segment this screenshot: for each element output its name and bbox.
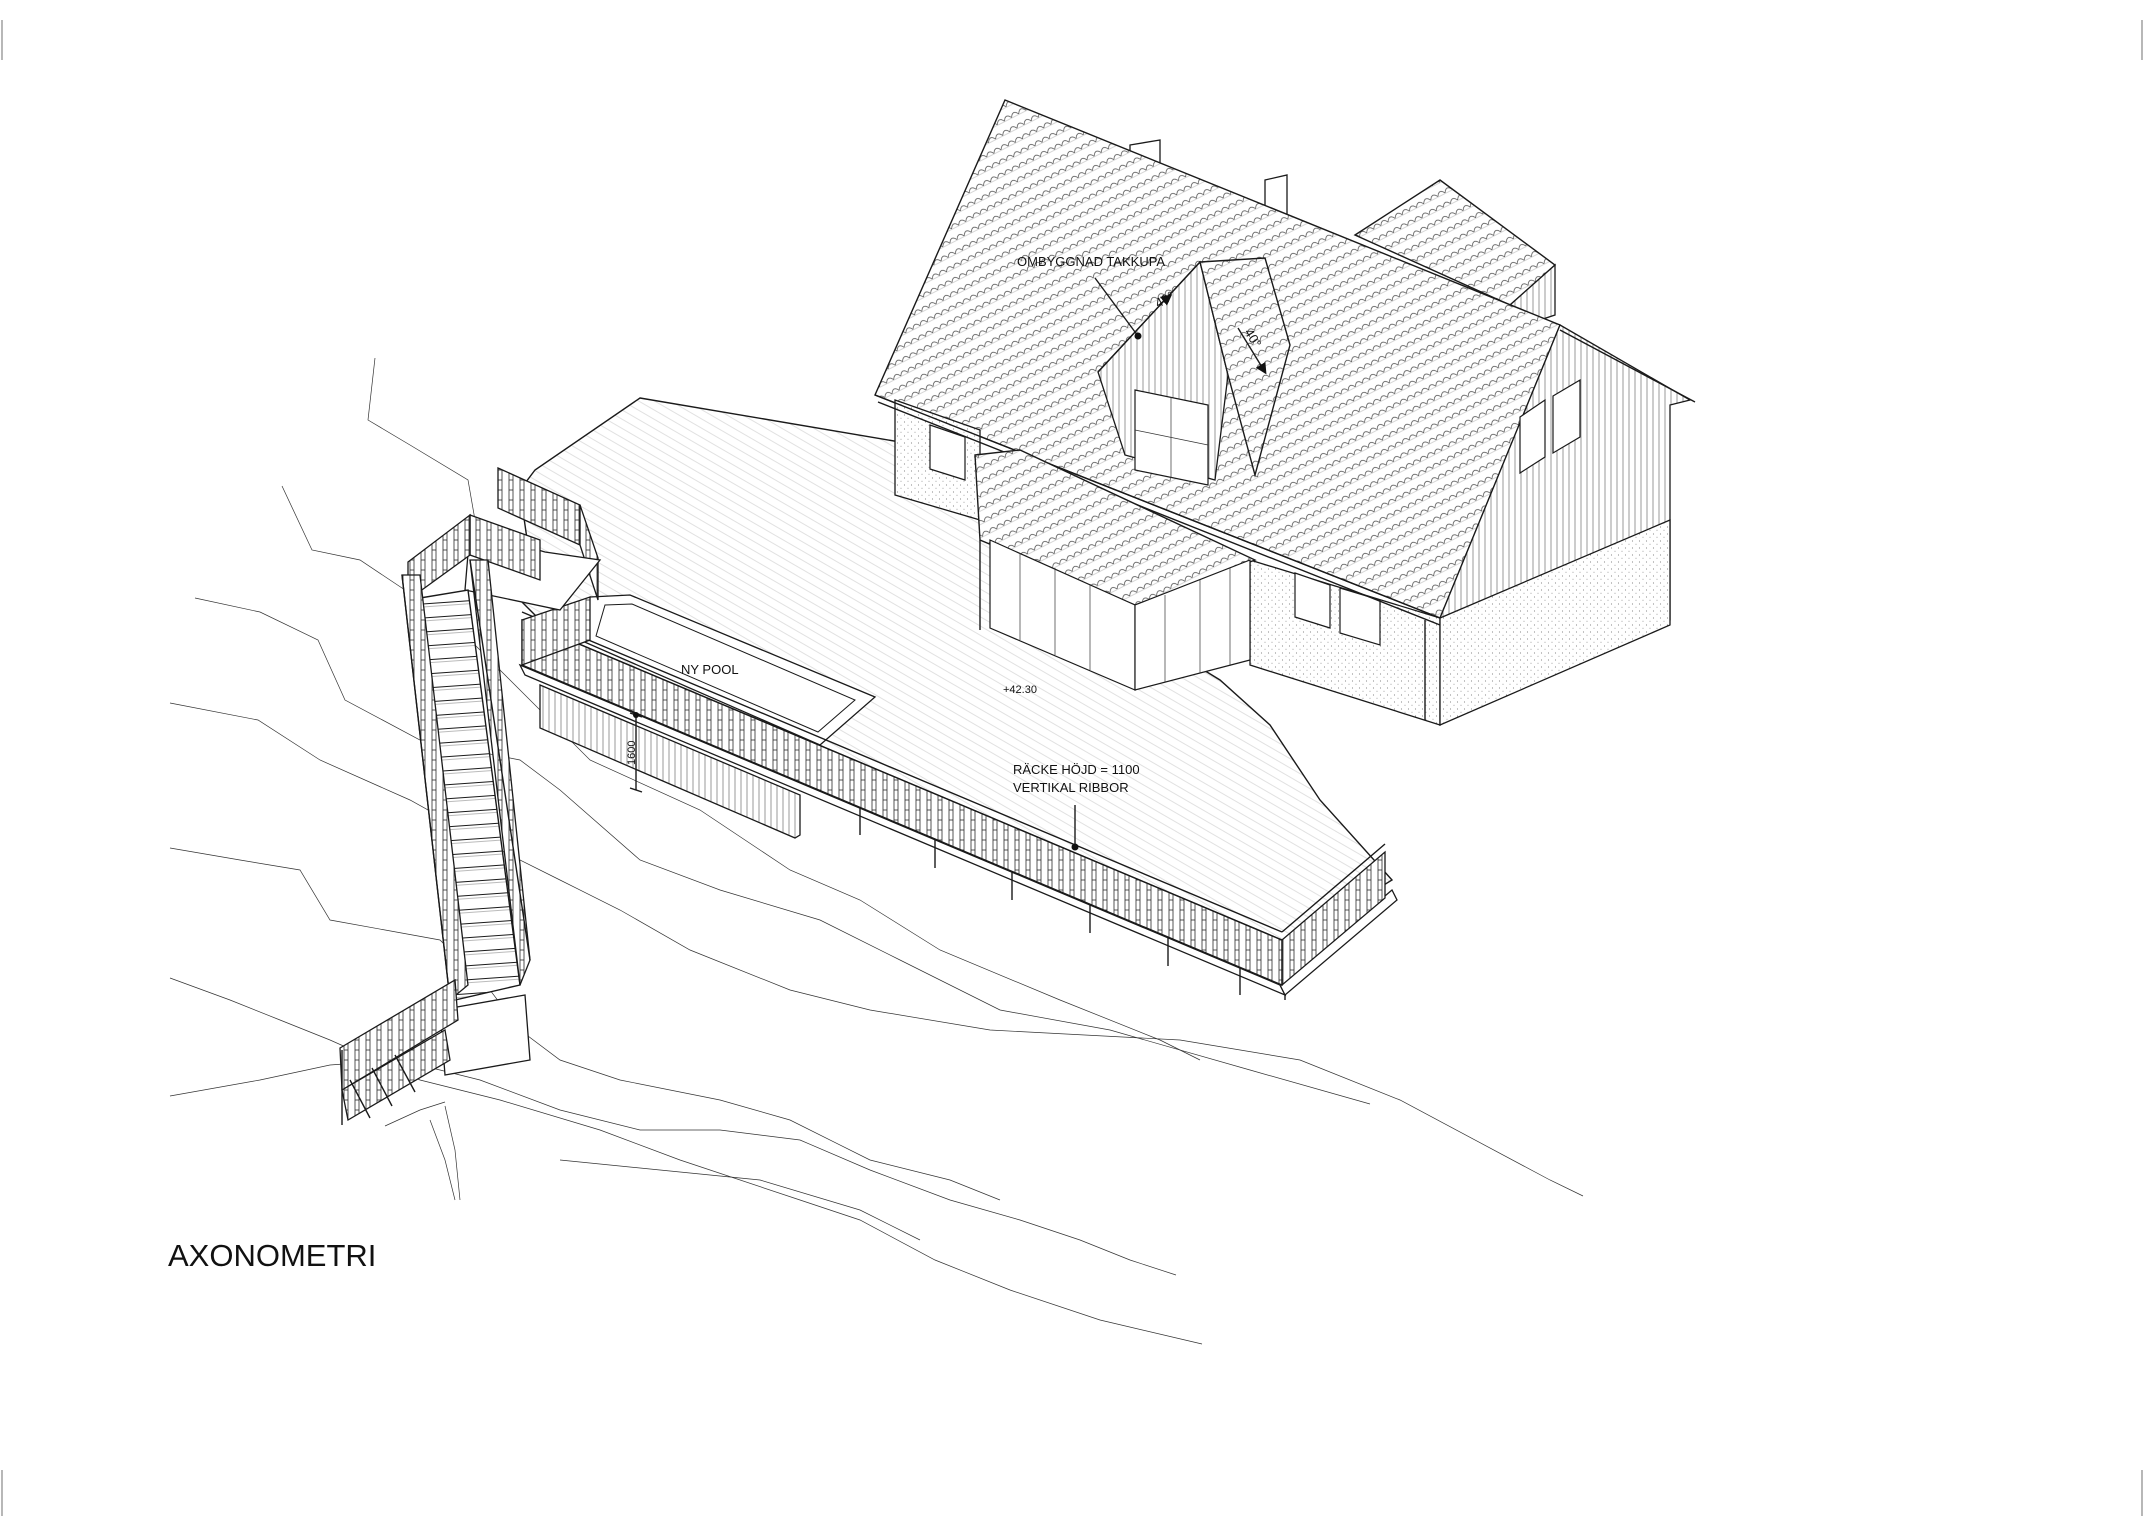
pool-label: NY POOL <box>681 662 739 677</box>
conservatory <box>974 449 1257 691</box>
dormer <box>1097 257 1291 486</box>
railing-type-label: VERTIKAL RIBBOR <box>1013 780 1129 795</box>
annotation-leaders <box>629 277 1142 851</box>
dormer-label: OMBYGGNAD TAKKUPA <box>1017 254 1165 269</box>
deck <box>518 397 1398 1000</box>
pool <box>579 594 877 746</box>
drawing-title: AXONOMETRI <box>168 1238 376 1273</box>
railing-height-label: RÄCKE HÖJD = 1100 <box>1013 762 1140 777</box>
stairs <box>339 513 602 1125</box>
pool-depth-label: 1600 <box>626 741 638 765</box>
deck-level-label: +42.30 <box>1003 684 1037 696</box>
sheet-corner-marks <box>1 20 2143 1516</box>
deck-railing <box>497 466 1386 987</box>
